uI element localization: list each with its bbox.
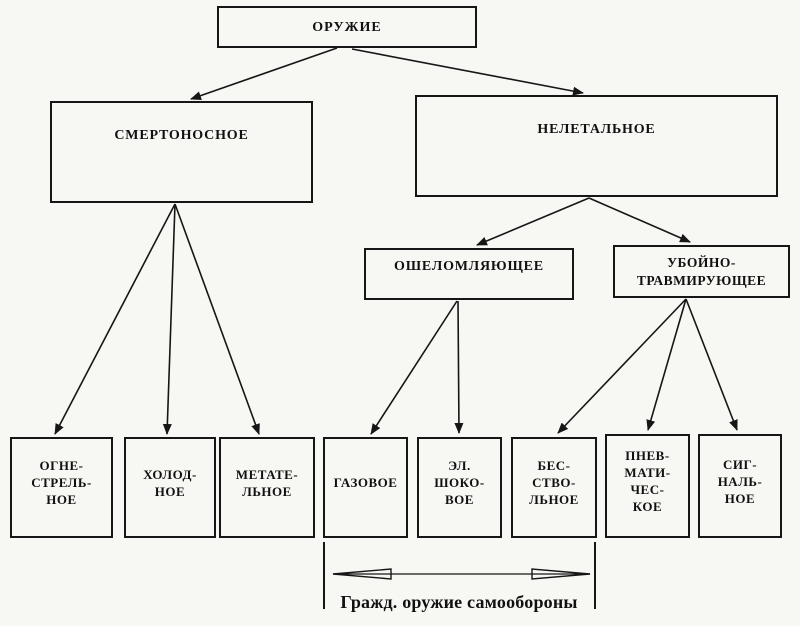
- node-electroshock: ЭЛ. ШОКО- ВОЕ: [417, 437, 502, 538]
- arrow-nonlethal-to-traumatic: [588, 197, 691, 243]
- node-signal: СИГ- НАЛЬ- НОЕ: [698, 434, 782, 538]
- arrow-stunning-to-electroshock: [454, 300, 464, 434]
- arrow-lethal-to-throwing: [174, 203, 260, 435]
- node-lethal: СМЕРТОНОСНОЕ: [50, 101, 313, 203]
- arrow-traumatic-to-barrelless: [557, 298, 687, 434]
- node-barrelless: БЕС- СТВО- ЛЬНОЕ: [511, 437, 597, 538]
- node-weapon: ОРУЖИЕ: [217, 6, 477, 48]
- node-pneumatic: ПНЕВ- МАТИ- ЧЕС- КОЕ: [605, 434, 690, 538]
- arrow-weapon-to-lethal: [190, 47, 338, 100]
- arrow-nonlethal-to-stunning: [476, 197, 590, 246]
- double-arrow-icon: [332, 568, 591, 580]
- node-traumatic: УБОЙНО- ТРАВМИРУЮЩЕЕ: [613, 245, 790, 298]
- node-gas: ГАЗОВОЕ: [323, 437, 408, 538]
- node-stunning: ОШЕЛОМЛЯЮЩЕЕ: [364, 248, 574, 300]
- arrow-weapon-to-nonlethal: [351, 48, 584, 96]
- arrow-stunning-to-gas: [370, 300, 458, 435]
- arrow-traumatic-to-signal: [685, 298, 738, 431]
- arrow-lethal-to-cold: [162, 203, 176, 435]
- node-firearm: ОГНЕ- СТРЕЛЬ- НОЕ: [10, 437, 113, 538]
- node-nonlethal: НЕЛЕТАЛЬНОЕ: [415, 95, 778, 197]
- arrow-traumatic-to-pneumatic: [646, 298, 687, 431]
- arrow-lethal-to-firearm: [54, 203, 176, 435]
- node-throwing: МЕТАТЕ- ЛЬНОЕ: [219, 437, 315, 538]
- node-cold-weapon: ХОЛОД- НОЕ: [124, 437, 216, 538]
- civil-self-defense-label: Гражд. оружие самообороны: [340, 592, 578, 612]
